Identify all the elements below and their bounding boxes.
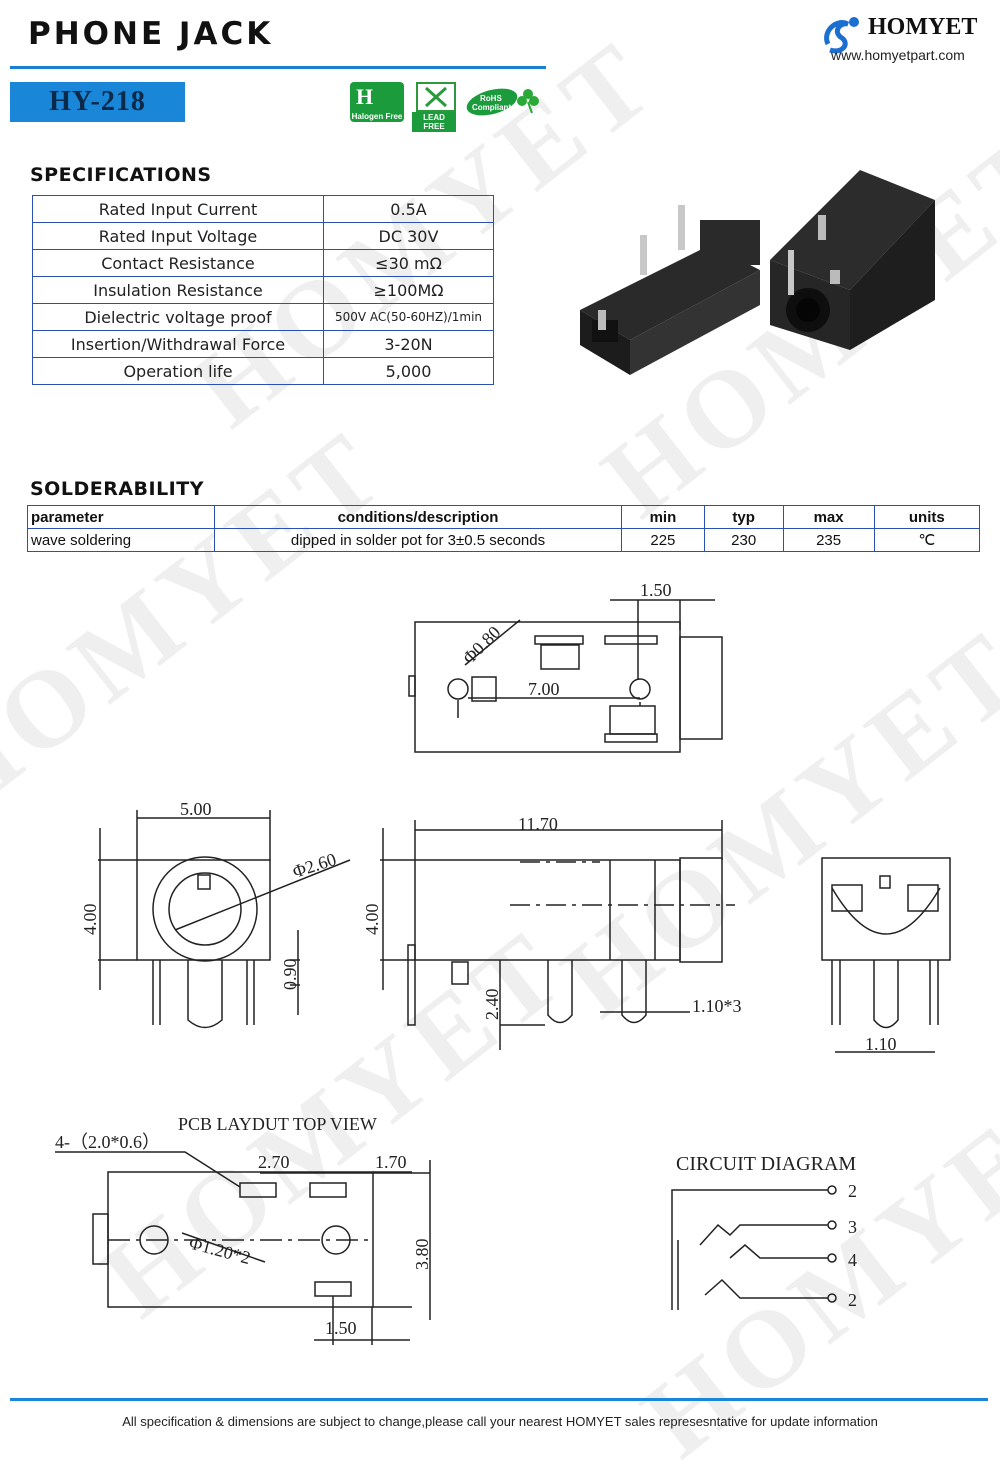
clover-icon	[517, 89, 539, 114]
svg-text:2.70: 2.70	[258, 1152, 290, 1172]
svg-text:4.00: 4.00	[362, 904, 382, 936]
end-view: 1.10	[821, 857, 951, 1054]
brand-name: HOMYET	[868, 14, 978, 40]
brand-logo: HOMYET www.homyetpart.com	[818, 10, 988, 68]
svg-text:3: 3	[848, 1217, 857, 1237]
svg-text:Φ1.20*2: Φ1.20*2	[187, 1233, 253, 1269]
table-header-row: parameter conditions/description min typ…	[27, 505, 981, 529]
brand-website: www.homyetpart.com	[831, 47, 965, 63]
svg-text:3.80: 3.80	[412, 1239, 432, 1271]
page-title: PHONE JACK	[28, 16, 274, 52]
svg-text:CIRCUIT DIAGRAM: CIRCUIT DIAGRAM	[676, 1153, 856, 1175]
svg-text:0.90: 0.90	[280, 959, 300, 991]
technical-drawing: 1.50 Φ0.80 7.00 5.00 4.00 Φ2.60 0.90 11.…	[55, 580, 951, 1345]
svg-text:Φ0.80: Φ0.80	[459, 622, 505, 668]
title-underline	[10, 66, 546, 69]
svg-text:1.70: 1.70	[375, 1152, 407, 1172]
svg-text:2: 2	[848, 1181, 857, 1201]
pcb-layout: PCB LAYDUT TOP VIEW 4-（2.0*0.6） 2.70 1.7…	[55, 1114, 432, 1345]
svg-text:5.00: 5.00	[180, 799, 212, 819]
front-view: 5.00 4.00 Φ2.60 0.90	[80, 799, 351, 1029]
svg-text:2: 2	[848, 1290, 857, 1310]
svg-text:1.10: 1.10	[865, 1034, 897, 1054]
svg-text:2.40: 2.40	[482, 989, 502, 1021]
solderability-table: parameter conditions/description min typ…	[27, 505, 981, 552]
top-view: 1.50 Φ0.80 7.00	[408, 580, 723, 753]
svg-text:PCB LAYDUT TOP VIEW: PCB LAYDUT TOP VIEW	[178, 1114, 377, 1134]
table-row: wave soldering dipped in solder pot for …	[27, 528, 981, 552]
table-row: Insulation Resistance≥100MΩ	[32, 276, 494, 304]
svg-text:4.00: 4.00	[80, 904, 100, 936]
svg-text:1.50: 1.50	[325, 1318, 357, 1338]
specifications-heading: SPECIFICATIONS	[30, 164, 212, 186]
svg-text:4-（2.0*0.6）: 4-（2.0*0.6）	[55, 1132, 160, 1152]
homyet-logo-icon	[824, 17, 859, 54]
model-number: HY-218	[10, 82, 185, 122]
table-row: Contact Resistance≤30 mΩ	[32, 249, 494, 277]
cross-icon	[424, 86, 448, 108]
svg-text:11.70: 11.70	[518, 814, 558, 834]
footer-divider	[10, 1398, 988, 1401]
svg-text:Φ2.60: Φ2.60	[290, 849, 339, 882]
solderability-heading: SOLDERABILITY	[30, 478, 204, 500]
lead-free-badge: LEAD FREE	[412, 82, 456, 132]
side-view: 11.70 4.00 2.40 1.10*3	[362, 814, 742, 1050]
svg-text:1.10*3: 1.10*3	[692, 996, 742, 1016]
rohs-badge: RoHS Compliant	[463, 83, 544, 122]
svg-text:7.00: 7.00	[528, 679, 560, 699]
product-photo	[580, 170, 935, 375]
svg-text:4: 4	[848, 1250, 857, 1270]
footer-note: All specification & dimensions are subje…	[122, 1414, 878, 1429]
svg-text:1.50: 1.50	[640, 580, 672, 600]
halogen-free-badge: H Halogen Free	[350, 82, 404, 122]
circuit-diagram: CIRCUIT DIAGRAM 2 3 4 2	[671, 1153, 857, 1310]
